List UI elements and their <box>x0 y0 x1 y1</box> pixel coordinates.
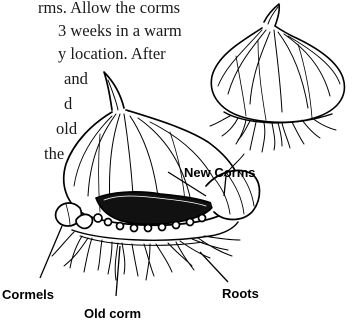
label-new-corms: New Corms <box>184 166 256 179</box>
leader-roots <box>200 252 228 282</box>
label-roots: Roots <box>222 287 259 300</box>
leader-cormels <box>40 226 62 278</box>
upper-corm <box>210 4 344 152</box>
label-cormels: Cormels <box>2 288 54 301</box>
label-old-corm: Old corm <box>84 307 141 320</box>
